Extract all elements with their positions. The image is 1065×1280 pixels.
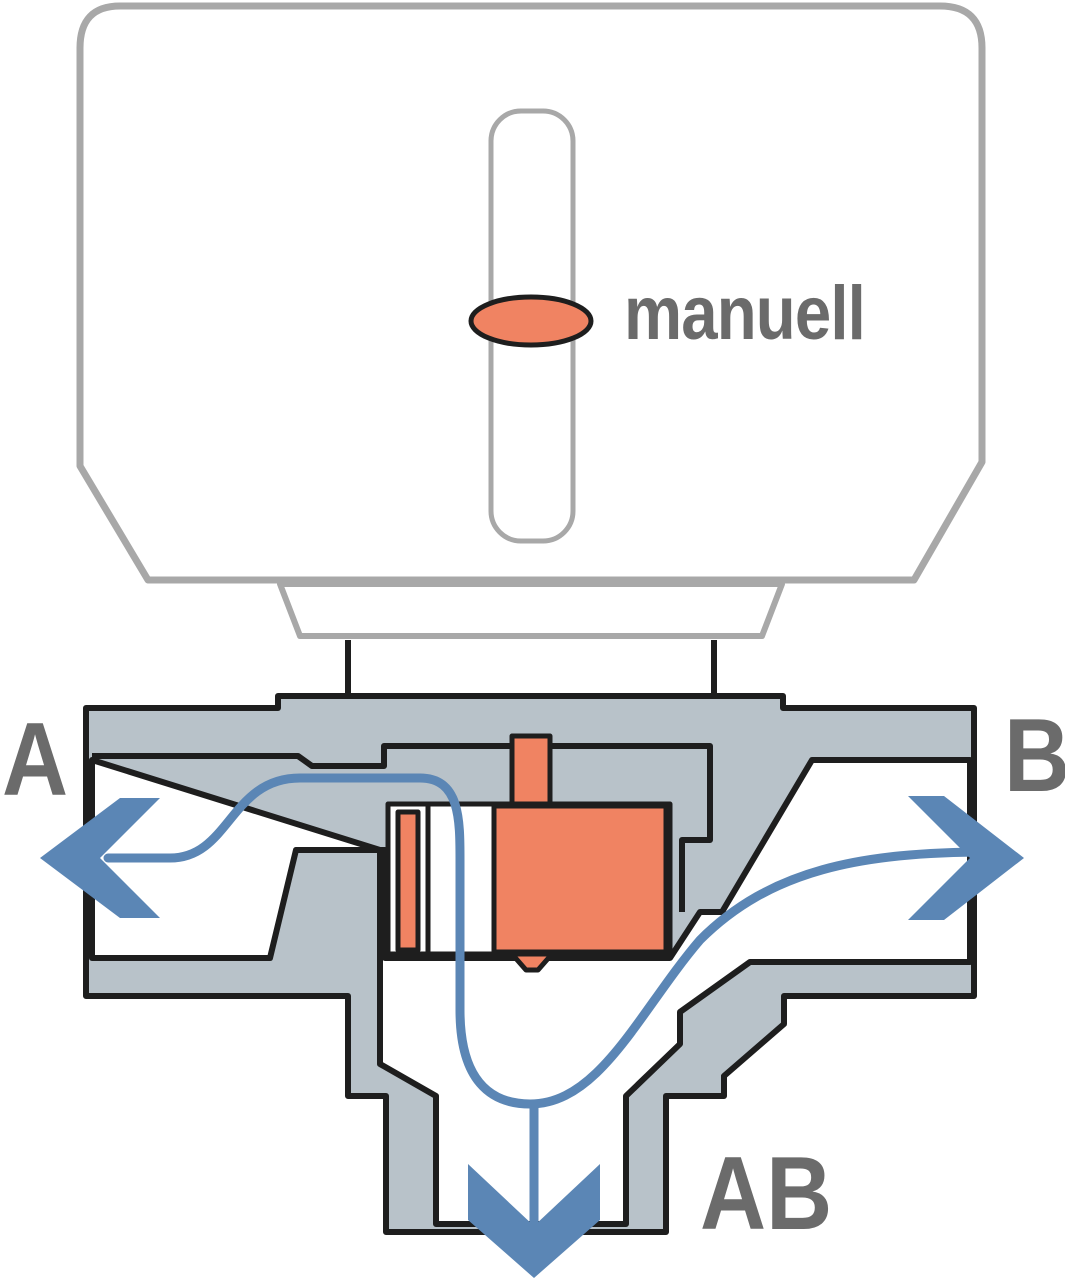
flow-arrow-b-icon [908, 796, 1024, 920]
port-label-b: B [1004, 698, 1065, 814]
flow-arrow-ab-icon [468, 1164, 600, 1278]
manual-knob [468, 294, 594, 348]
flow-paths [103, 773, 995, 1227]
port-label-a: A [2, 702, 69, 818]
port-label-ab: AB [700, 1136, 833, 1252]
actuator-neck [277, 581, 785, 639]
brand-label: manuell [624, 271, 866, 356]
flow-arrow-a-icon [40, 798, 160, 918]
valve-plug [385, 733, 673, 973]
valve-body [83, 693, 977, 1235]
